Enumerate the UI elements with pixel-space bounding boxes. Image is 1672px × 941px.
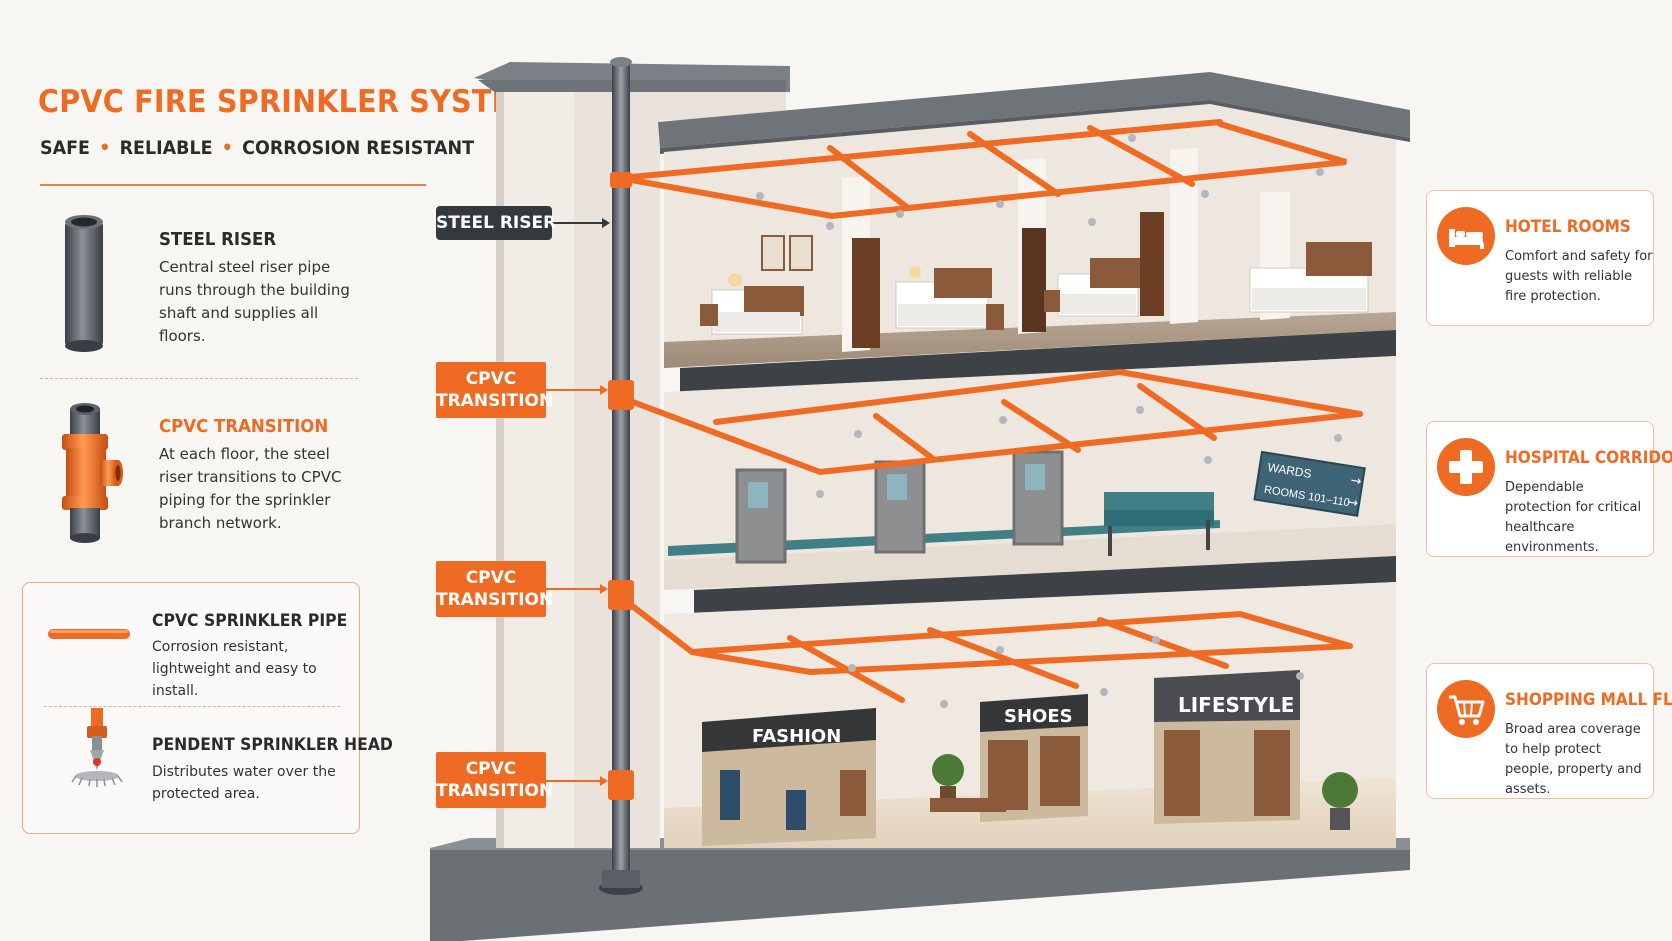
page-title: CPVC FIRE SPRINKLER SYSTEM — [38, 84, 540, 120]
legend-steel-riser-title: STEEL RISER — [159, 229, 277, 250]
subtitle-reliable: RELIABLE — [119, 137, 213, 159]
callout-cpvc-transition-2: CPVC TRANSITION — [436, 561, 554, 617]
pendent-sprinkler-head-icon — [71, 708, 123, 787]
hotel-bed — [895, 266, 1004, 330]
legend-divider — [40, 378, 358, 379]
riser-transition-fittings — [608, 172, 634, 800]
callout-line: CPVC — [465, 759, 517, 779]
cpvc-sprinkler-piping — [617, 119, 1363, 703]
card-hospital-corridor: HOSPITAL CORRIDOR Dependable protection … — [1426, 421, 1672, 557]
callout-line: CPVC — [465, 568, 517, 588]
medical-cross-icon — [1437, 438, 1495, 496]
subtitle-separator: • — [221, 137, 233, 159]
page-subtitle: SAFE • RELIABLE • CORROSION RESISTANT — [40, 137, 474, 159]
subtitle-safe: SAFE — [40, 137, 91, 159]
title-divider — [40, 184, 426, 186]
ward-sign: WARDS ROOMS 101–110 → → — [1253, 450, 1366, 517]
hotel-bed — [1044, 258, 1140, 317]
callout-line: CPVC — [465, 369, 517, 389]
legend-box-divider — [44, 706, 340, 707]
arrow-right-icon: → — [1349, 473, 1362, 490]
card-hotel-rooms: HOTEL ROOMS Comfort and safety for guest… — [1426, 190, 1654, 326]
legend-box — [22, 582, 360, 834]
subtitle-corrosion: CORROSION RESISTANT — [242, 137, 475, 159]
cpvc-pipe-icon — [48, 629, 130, 639]
legend-cpvc-pipe-desc: Corrosion resistant, lightweight and eas… — [152, 639, 317, 699]
store-sign-fashion: FASHION — [752, 726, 841, 747]
card-desc: Broad area coverage to help protect peop… — [1505, 722, 1642, 797]
legend-steel-riser-desc: Central steel riser pipe runs through th… — [159, 258, 350, 345]
bed-icon — [1437, 207, 1495, 265]
subtitle-separator: • — [99, 137, 111, 159]
callout-line: TRANSITION — [436, 590, 554, 610]
floor-hotel — [664, 104, 1396, 392]
callout-cpvc-transition-3: CPVC TRANSITION — [436, 752, 554, 808]
card-title: HOSPITAL CORRIDOR — [1505, 448, 1672, 468]
card-desc: Dependable protection for critical healt… — [1505, 480, 1642, 555]
legend-cpvc-transition-desc: At each floor, the steel riser transitio… — [159, 445, 342, 532]
hotel-bed — [1249, 242, 1372, 313]
card-title: SHOPPING MALL FLOOR — [1505, 690, 1672, 710]
card-shopping-mall-floor: SHOPPING MALL FLOOR Broad area coverage … — [1426, 663, 1672, 799]
callout-line: TRANSITION — [436, 391, 554, 411]
storefront-lifestyle: LIFESTYLE — [1154, 670, 1300, 824]
sprinkler-heads — [756, 134, 1342, 708]
steel-riser-pipe — [599, 57, 643, 895]
potted-plant — [1322, 772, 1358, 830]
callout-cpvc-transition-1: CPVC TRANSITION — [436, 362, 554, 418]
legend-pendent-head-title: PENDENT SPRINKLER HEAD — [152, 735, 393, 755]
shopping-cart-icon — [1437, 680, 1495, 738]
floor-mall: FASHION SHOES LIFESTYLE — [664, 582, 1396, 848]
storefront-fashion: FASHION — [702, 708, 876, 846]
legend-cpvc-transition-title: CPVC TRANSITION — [159, 416, 329, 437]
sign-wards-text: WARDS — [1267, 460, 1313, 481]
hotel-bed — [700, 273, 804, 335]
callout-steel-riser: STEEL RISER — [436, 206, 556, 240]
storefront-shoes: SHOES — [980, 694, 1088, 822]
building-base-slab — [430, 838, 1410, 941]
card-title: HOTEL ROOMS — [1505, 217, 1631, 237]
steel-riser-icon — [65, 215, 103, 352]
store-sign-shoes: SHOES — [1004, 706, 1073, 727]
legend-cpvc-pipe-title: CPVC SPRINKLER PIPE — [152, 611, 348, 631]
card-desc: Comfort and safety for guests with relia… — [1505, 249, 1653, 304]
building-roof — [658, 72, 1410, 154]
callout-line: TRANSITION — [436, 781, 554, 801]
cpvc-transition-icon — [62, 403, 123, 543]
legend-pendent-head-desc: Distributes water over the protected are… — [152, 764, 336, 802]
store-sign-lifestyle: LIFESTYLE — [1178, 693, 1294, 717]
waiting-bench — [1104, 492, 1214, 556]
arrow-right-icon: → — [1346, 495, 1359, 512]
